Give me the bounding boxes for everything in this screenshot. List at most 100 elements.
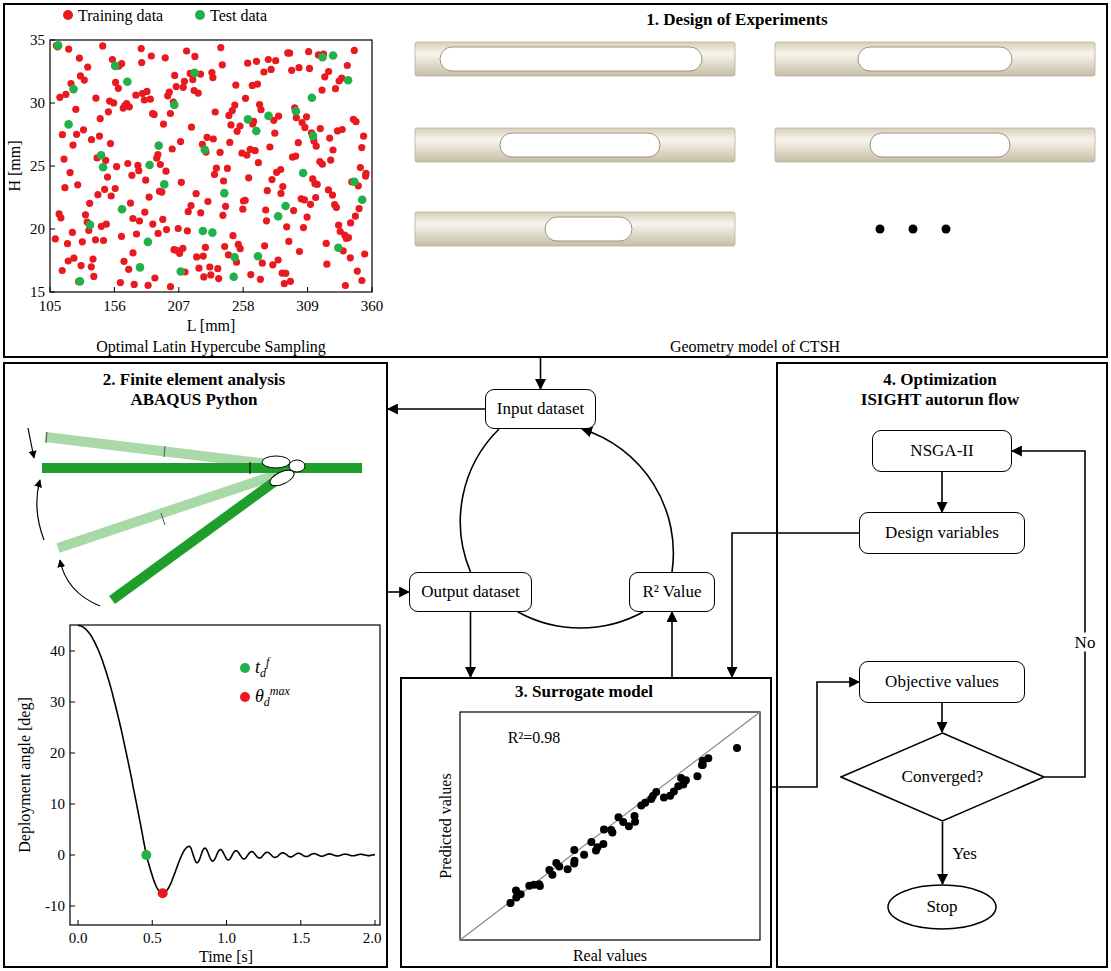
process-box: Input dataset xyxy=(485,389,596,429)
sample-point xyxy=(120,258,127,265)
plot-frame xyxy=(70,625,380,925)
sample-point xyxy=(259,260,266,267)
tick xyxy=(50,103,55,104)
sample-point xyxy=(176,267,185,276)
sample-point xyxy=(325,68,332,75)
sample-point xyxy=(62,91,69,98)
sample-point xyxy=(307,201,314,208)
tick-label: 20 xyxy=(30,221,45,238)
prediction-point xyxy=(552,859,560,867)
sample-point xyxy=(244,115,253,124)
sample-point xyxy=(179,245,186,252)
hinge-loop xyxy=(268,467,297,489)
sample-point xyxy=(268,176,275,183)
tick-label: 35 xyxy=(30,32,45,49)
node-text: Converged? xyxy=(902,767,984,787)
legend-swatch xyxy=(195,10,205,20)
sample-point xyxy=(107,140,114,147)
tick-label: 30 xyxy=(50,694,65,711)
sample-point xyxy=(141,209,148,216)
panel-title: 2. Finite element analysis ABAQUS Python xyxy=(79,370,309,410)
tick-label: 0.5 xyxy=(143,930,162,947)
tick-label: 156 xyxy=(103,298,126,315)
prediction-point xyxy=(545,866,553,874)
tick-label: 20 xyxy=(50,745,65,762)
sample-point xyxy=(356,205,363,212)
sample-point xyxy=(79,238,86,245)
sample-point xyxy=(67,169,74,176)
metric-label: R²=0.98 xyxy=(508,729,561,746)
panel-title: 3. Surrogate model xyxy=(434,682,734,702)
sample-point xyxy=(112,185,119,192)
prediction-point xyxy=(698,761,706,769)
sample-point xyxy=(211,171,218,178)
sample-point xyxy=(204,198,211,205)
axis-title: Predicted values xyxy=(437,773,454,878)
axis-title: Real values xyxy=(573,947,647,964)
sample-point xyxy=(97,151,106,160)
sample-point xyxy=(272,57,279,64)
tick-label: 105 xyxy=(39,298,62,315)
sample-point xyxy=(195,265,202,272)
sample-point xyxy=(115,85,122,92)
tick-label: 40 xyxy=(50,643,65,660)
caption-label: Optimal Latin Hypercube Sampling xyxy=(96,338,326,355)
stage-panel: 2. Finite element analysis ABAQUS Python xyxy=(3,362,388,968)
sample-point xyxy=(170,101,179,110)
sample-point xyxy=(317,125,324,132)
tick-label: 309 xyxy=(296,298,319,315)
sample-point xyxy=(74,181,81,188)
tick xyxy=(78,920,79,925)
tick xyxy=(50,229,55,230)
sample-point xyxy=(167,283,174,290)
sample-point xyxy=(184,227,191,234)
sample-point xyxy=(254,81,261,88)
sample-point xyxy=(97,115,104,122)
sample-point xyxy=(257,106,264,113)
sample-point xyxy=(69,142,76,149)
sample-point xyxy=(158,189,165,196)
sample-point xyxy=(64,120,73,129)
connector xyxy=(671,612,673,677)
prediction-point xyxy=(599,840,607,848)
sample-point xyxy=(326,135,333,142)
sample-point xyxy=(146,194,153,201)
plot-frame xyxy=(50,40,372,292)
sample-point xyxy=(181,78,188,85)
tick xyxy=(50,166,55,167)
sample-point xyxy=(90,273,97,280)
connector xyxy=(941,472,943,512)
tick xyxy=(152,920,153,925)
node-text: Input dataset xyxy=(497,399,584,419)
legend-swatch xyxy=(240,692,250,702)
tick xyxy=(50,292,55,293)
sample-point xyxy=(301,124,308,131)
sample-point xyxy=(82,211,89,218)
tube xyxy=(415,128,735,162)
tick-label: 1.5 xyxy=(291,930,310,947)
sample-point xyxy=(59,131,66,138)
sample-point xyxy=(159,216,166,223)
sample-point xyxy=(136,263,145,272)
tube-models xyxy=(415,42,1095,246)
sample-point xyxy=(342,282,349,289)
tick-label: 258 xyxy=(232,298,255,315)
stage-panel: 3. Surrogate model xyxy=(400,677,772,968)
sample-point xyxy=(94,191,101,198)
sample-point xyxy=(277,190,284,197)
tick xyxy=(307,287,308,292)
sample-point xyxy=(99,42,106,49)
tick-label: 0 xyxy=(58,847,66,864)
sample-point xyxy=(357,164,364,171)
rod xyxy=(112,474,285,600)
sample-point xyxy=(219,212,226,219)
sample-point xyxy=(263,217,270,224)
prediction-point xyxy=(704,754,712,762)
sample-point xyxy=(255,159,262,166)
node-text: Stop xyxy=(926,897,957,917)
sample-point xyxy=(138,45,145,52)
ellipsis-dot xyxy=(876,225,885,234)
prediction-point xyxy=(507,899,515,907)
identity-line xyxy=(460,712,760,940)
sample-point xyxy=(80,126,87,133)
